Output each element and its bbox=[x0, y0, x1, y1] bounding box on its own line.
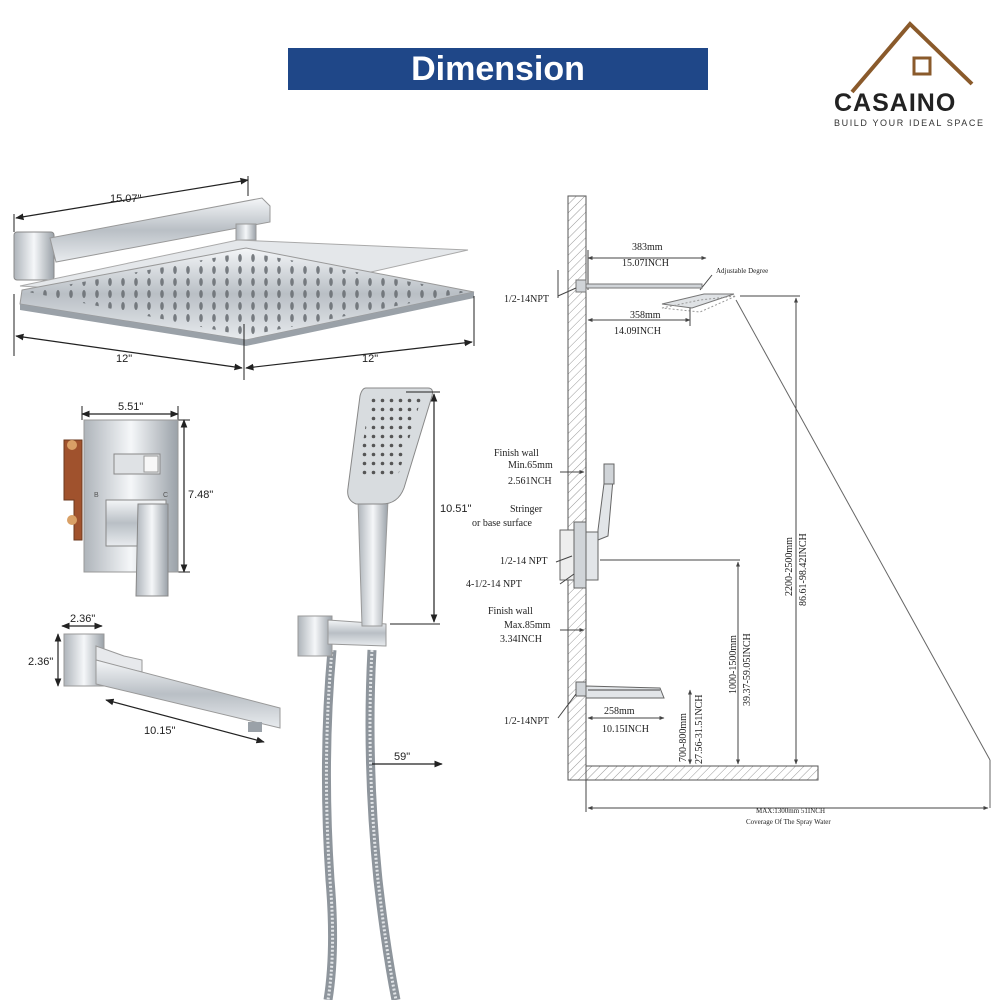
npt-mid1-label: 1/2-14 NPT bbox=[500, 556, 548, 567]
head-mm-label: 358mm bbox=[630, 310, 661, 321]
spout-height-label: 2.36" bbox=[28, 656, 53, 668]
spout-body bbox=[95, 659, 281, 729]
spout-length-label: 10.15" bbox=[144, 725, 176, 737]
handheld-handle bbox=[357, 499, 389, 627]
svg-text:C: C bbox=[163, 492, 168, 499]
handheld-holder bbox=[297, 615, 333, 657]
height-valve-inch-label: 39.37-59.05INCH bbox=[742, 633, 753, 706]
spout-inch-label: 10.15INCH bbox=[602, 724, 649, 735]
finish-wall-max-label: Finish wall bbox=[488, 606, 533, 617]
arm-mm-label: 383mm bbox=[632, 242, 663, 253]
head-right-width-label: 12" bbox=[362, 353, 378, 365]
finish-wall-max-mm-label: Max.85mm bbox=[504, 620, 551, 631]
coverage-max-label: MAX:1300mm 51INCH bbox=[756, 807, 825, 815]
height-valve-mm-label: 1000-1500mm bbox=[728, 635, 739, 694]
npt-mid2-label: 4-1/2-14 NPT bbox=[466, 579, 522, 590]
head-inch-label: 14.09INCH bbox=[614, 326, 661, 337]
svg-text:B: B bbox=[94, 492, 99, 499]
installation-diagram: 383mm 15.07INCH Adjustable Degree 1/2-14… bbox=[466, 195, 991, 826]
height-spout-mm-label: 700-800mm bbox=[678, 713, 689, 762]
stringer-label-2: or base surface bbox=[472, 518, 533, 529]
handheld-shower-figure: 10.51" 59" bbox=[297, 387, 472, 1000]
spout-mm-label: 258mm bbox=[604, 706, 635, 717]
adjustable-degree-label: Adjustable Degree bbox=[716, 267, 768, 275]
height-head-mm-label: 2200-2500mm bbox=[784, 537, 795, 596]
valve-height-label: 7.48" bbox=[188, 489, 213, 501]
wall-flange bbox=[13, 231, 55, 281]
height-spout-inch-label: 27.56-31.51NCH bbox=[694, 695, 705, 764]
hose-length-label: 59" bbox=[394, 751, 410, 763]
height-head-inch-label: 86.61-98.42INCH bbox=[798, 533, 809, 606]
npt-bottom-label: 1/2-14NPT bbox=[504, 716, 549, 727]
npt-top-label: 1/2-14NPT bbox=[504, 294, 549, 305]
finish-wall-min-mm-label: Min.65mm bbox=[508, 460, 553, 471]
brand-logo: CASAINO bbox=[834, 21, 974, 117]
rain-shower-head-figure: 15.07" 12" 12" bbox=[13, 176, 475, 380]
shower-arm bbox=[49, 197, 271, 263]
finish-wall-min-label: Finish wall bbox=[494, 448, 539, 459]
head-left-width-label: 12" bbox=[116, 353, 132, 365]
handheld-length-label: 10.51" bbox=[440, 503, 472, 515]
tub-spout-figure: 2.36" 2.36" 10.15" bbox=[28, 613, 281, 744]
stringer-label-1: Stringer bbox=[510, 504, 543, 515]
coverage-label: Coverage Of The Spray Water bbox=[746, 818, 831, 826]
finish-wall-max-inch-label: 3.34INCH bbox=[500, 634, 542, 645]
valve-width-label: 5.51" bbox=[118, 401, 143, 413]
spout-width-label: 2.36" bbox=[70, 613, 95, 625]
brand-tagline: BUILD YOUR IDEAL SPACE bbox=[834, 118, 985, 128]
arm-inch-label: 15.07INCH bbox=[622, 258, 669, 269]
finish-wall-min-inch-label: 2.561NCH bbox=[508, 476, 552, 487]
mixing-valve-figure: 5.51" 7.48" B C bbox=[63, 401, 213, 597]
dimension-banner: Dimension bbox=[288, 48, 708, 90]
brand-name: CASAINO bbox=[834, 89, 956, 117]
arm-length-label: 15.07" bbox=[110, 193, 142, 205]
